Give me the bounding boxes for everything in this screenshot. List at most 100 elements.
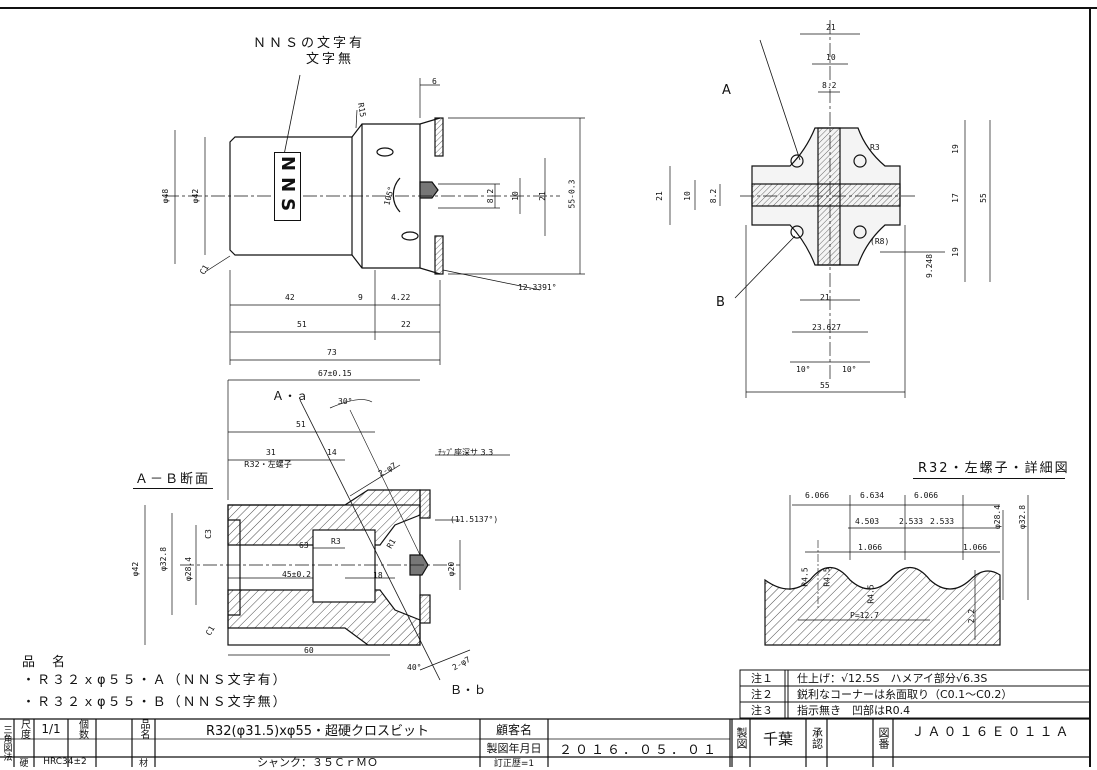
dim-sec-14: 14 xyxy=(327,448,337,457)
dim-sec-30deg: 30° xyxy=(338,397,353,406)
dim-thr-r4-5-a: R4.5 xyxy=(800,567,810,587)
drawn-label: 製図 xyxy=(735,727,748,749)
dim-sec-18: 18 xyxy=(373,571,383,580)
dim-thr-phi32-8: φ32.8 xyxy=(1018,504,1028,530)
dim-thr-4-503: 4.503 xyxy=(855,517,880,526)
dim-front-55-right: 55 xyxy=(978,193,988,203)
dim-side-9: 9 xyxy=(358,293,363,302)
dim-sec-c3: C3 xyxy=(203,529,213,539)
dim-front-55-bottom: 55 xyxy=(820,381,830,390)
dim-front-19-top: 19 xyxy=(950,144,960,154)
dim-front-19-bottom: 19 xyxy=(950,247,960,257)
dim-thr-1-066-a: 1.066 xyxy=(858,543,883,552)
front-view xyxy=(669,20,991,398)
nns-note-line2: 文字無 xyxy=(306,52,355,67)
note-3-text: 指示無き 凹部はR0.4 xyxy=(797,704,911,717)
dim-front-10-top: 10 xyxy=(826,53,836,62)
approved-label: 承認 xyxy=(810,727,824,749)
date-label: 製図年月日 xyxy=(486,742,542,755)
dim-thr-phi28-4: φ28.4 xyxy=(993,504,1003,530)
dim-sec-60: 60 xyxy=(304,646,314,655)
customer-label: 顧客名 xyxy=(495,722,532,737)
dim-front-21-top: 21 xyxy=(826,23,836,32)
name-label: 品名 xyxy=(138,719,149,739)
dim-side-51: 51 xyxy=(297,320,307,329)
product-line-1: ・Ｒ３２ｘφ５５・Ａ（ＮＮＳ文字有） xyxy=(22,673,288,688)
dim-side-55: 55-0.3 xyxy=(567,179,577,209)
dim-front-10deg-right: 10° xyxy=(842,365,857,374)
dim-side-42: 42 xyxy=(285,293,295,302)
dim-thr-p12-7: P=12.7 xyxy=(850,611,879,620)
nns-note-line1: ＮＮＳの文字有 xyxy=(253,36,366,51)
hardness-value: HRC34±2 xyxy=(43,757,87,767)
dim-front-8-2-top: 8.2 xyxy=(822,81,837,90)
dim-front-r3: R3 xyxy=(870,143,880,152)
dim-side-22: 22 xyxy=(401,320,411,329)
nns-mark: NNS xyxy=(274,152,301,222)
label-a: A xyxy=(722,83,731,98)
product-line-2: ・Ｒ３２ｘφ５５・Ｂ（ＮＮＳ文字無） xyxy=(22,695,288,710)
dim-sec-31: 31 xyxy=(266,448,276,457)
note-2-label: 注２ xyxy=(751,688,773,701)
dim-sec-51: 51 xyxy=(296,420,306,429)
dim-side-8-2: 8.2 xyxy=(486,188,496,204)
dim-side-phi48: φ48 xyxy=(161,188,171,204)
dim-thr-r4-5-c: R4.5 xyxy=(866,584,876,604)
qty-label: 個数 xyxy=(76,719,88,739)
dim-front-9-248: 9.248 xyxy=(925,253,935,279)
dim-side-6: 6 xyxy=(432,77,437,86)
dim-side-10: 10 xyxy=(510,191,520,201)
dim-front-21-left: 21 xyxy=(654,191,664,201)
dim-thr-2-2: 2.2 xyxy=(967,608,977,624)
dim-front-23-627: 23.627 xyxy=(812,323,841,332)
dim-thr-2-533-a: 2.533 xyxy=(899,517,924,526)
side-view xyxy=(165,74,585,365)
label-bb: Ｂ・ｂ xyxy=(450,683,487,697)
material-value: シャンク：３５ＣｒＭＯ xyxy=(257,756,378,769)
dim-front-r8: (R8) xyxy=(870,237,890,246)
thread-detail-title: R32・左螺子・詳細図 xyxy=(918,461,1070,476)
scale-value: 1/1 xyxy=(41,722,61,736)
dim-front-8-2-left: 8.2 xyxy=(709,188,719,204)
dim-side-4-22: 4.22 xyxy=(391,293,411,302)
dim-thr-2-533-b: 2.533 xyxy=(930,517,955,526)
title-block-frame xyxy=(0,718,1090,767)
label-b: B xyxy=(716,295,725,310)
dim-thr-r4-5-b: R4.5 xyxy=(822,567,832,587)
dim-side-phi42: φ42 xyxy=(191,188,201,204)
note-1-text: 仕上げ：√12.5S ハメアイ部分√6.3S xyxy=(797,672,988,685)
dim-front-10deg-left: 10° xyxy=(796,365,811,374)
material-label: 材 xyxy=(138,758,148,769)
dim-sec-40deg: 40° xyxy=(407,663,422,672)
dim-sec-phi42: φ42 xyxy=(131,561,141,577)
dim-sec-phi28-4: φ28.4 xyxy=(184,556,194,582)
drawn-value: 千葉 xyxy=(762,729,793,748)
hardness-label: 硬 xyxy=(19,758,29,769)
revision-label: 訂正歴=1 xyxy=(493,758,535,769)
thread-title-underline xyxy=(913,478,1065,479)
dim-side-12-3391: 12.3391° xyxy=(518,283,557,292)
dim-sec-11-5137: (11.5137°) xyxy=(450,515,499,524)
dim-front-17: 17 xyxy=(950,193,960,203)
dim-side-21: 21 xyxy=(537,191,547,201)
dim-sec-67: 67±0.15 xyxy=(318,369,352,378)
dim-sec-r3: R3 xyxy=(331,537,341,546)
dim-thr-6-066-b: 6.066 xyxy=(914,491,939,500)
label-aa: Ａ・ａ xyxy=(272,389,309,403)
projection-label: 三角図法 xyxy=(1,725,12,761)
dim-sec-63: 63 xyxy=(299,541,309,550)
dim-sec-phi32-8: φ32.8 xyxy=(159,546,169,572)
drawing-no-value: ＪＡ０１６Ｅ０１１Ａ xyxy=(911,724,1072,740)
note-1-label: 注１ xyxy=(751,672,773,685)
thread-detail xyxy=(764,495,1029,646)
note-3-label: 注３ xyxy=(751,704,773,717)
product-heading: 品 名 xyxy=(22,655,68,670)
name-value: R32(φ31.5)xφ55・超硬クロスビット xyxy=(205,723,430,739)
dim-sec-r32-thread: R32・左螺子 xyxy=(244,460,292,469)
dim-sec-phi20: φ20 xyxy=(447,561,457,577)
section-view xyxy=(144,379,510,681)
date-value: ２０１６．０５．０１ xyxy=(558,742,719,758)
dim-thr-6-066-a: 6.066 xyxy=(805,491,830,500)
notes-box-frame xyxy=(739,669,1091,719)
note-2-text: 鋭利なコーナーは糸面取り（C0.1～C0.2） xyxy=(797,688,1013,701)
